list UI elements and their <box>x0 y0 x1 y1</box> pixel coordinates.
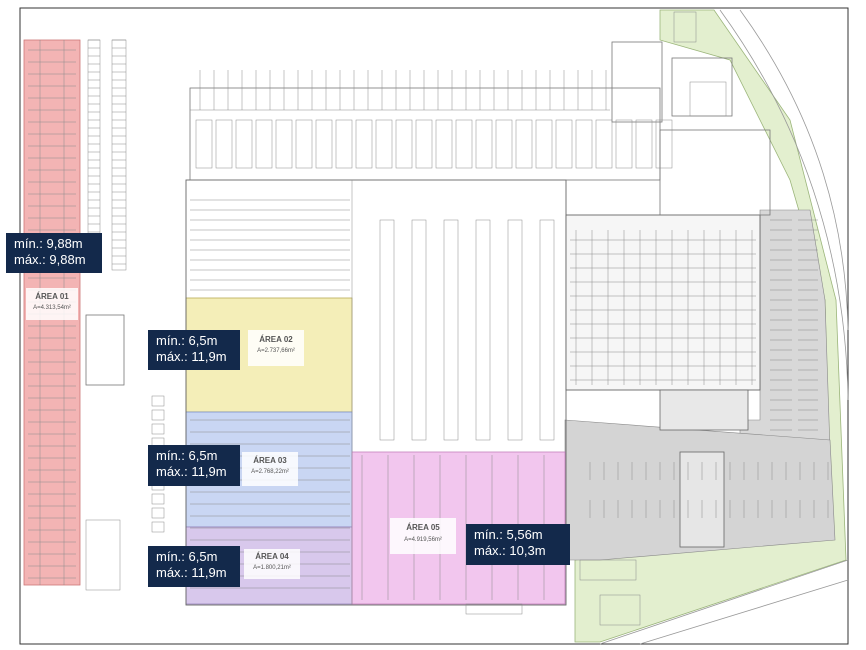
area-01-label: ÁREA 01 A=4.313,54m² <box>26 288 78 320</box>
callout-max: máx.: 9,88m <box>14 252 86 267</box>
area-04-label: ÁREA 04 A=1.800,21m² <box>244 549 300 579</box>
area-02-label: ÁREA 02 A=2.737,66m² <box>248 330 304 366</box>
plan-detail-lines <box>28 11 829 626</box>
callout-max: máx.: 11,9m <box>156 565 227 580</box>
entrance-block <box>659 389 749 431</box>
area-05-label: ÁREA 05 A=4.919,56m² <box>390 518 456 554</box>
callout-max: máx.: 11,9m <box>156 464 227 479</box>
area-03-size: A=2.768,22m² <box>251 469 289 475</box>
callout-area-01-height: mín.: 9,88m máx.: 9,88m <box>6 233 102 273</box>
callout-area-02-height: mín.: 6,5m máx.: 11,9m <box>148 330 240 370</box>
area-03-label: ÁREA 03 A=2.768,22m² <box>242 452 298 486</box>
area-05-title: ÁREA 05 <box>406 523 440 532</box>
callout-min: mín.: 6,5m <box>156 549 218 564</box>
area-04-title: ÁREA 04 <box>255 552 289 561</box>
area-05-size: A=4.919,56m² <box>404 537 442 543</box>
road-curve-2 <box>739 9 849 331</box>
area-01-size: A=4.313,54m² <box>33 305 71 311</box>
left-annex <box>85 314 125 386</box>
callout-min: mín.: 9,88m <box>14 236 83 251</box>
callout-min: mín.: 6,5m <box>156 448 218 463</box>
building-n <box>611 41 663 123</box>
callout-area-05-height: mín.: 5,56m máx.: 10,3m <box>466 524 570 565</box>
building-ne <box>659 129 771 216</box>
callout-max: máx.: 11,9m <box>156 349 227 364</box>
callout-max: máx.: 10,3m <box>474 543 546 558</box>
area-01-title: ÁREA 01 <box>35 292 69 301</box>
callout-area-03-height: mín.: 6,5m máx.: 11,9m <box>148 445 240 486</box>
callout-area-04-height: mín.: 6,5m máx.: 11,9m <box>148 546 240 587</box>
area-04-size: A=1.800,21m² <box>253 565 291 571</box>
road-bottom-2 <box>639 579 849 645</box>
callout-min: mín.: 6,5m <box>156 333 218 348</box>
callout-min: mín.: 5,56m <box>474 527 543 542</box>
area-02-title: ÁREA 02 <box>259 335 293 344</box>
road-curve <box>719 9 849 401</box>
road-bottom <box>599 559 849 645</box>
area-02-size: A=2.737,66m² <box>257 348 295 354</box>
building-anchor <box>565 214 761 391</box>
area-03-title: ÁREA 03 <box>253 456 287 465</box>
